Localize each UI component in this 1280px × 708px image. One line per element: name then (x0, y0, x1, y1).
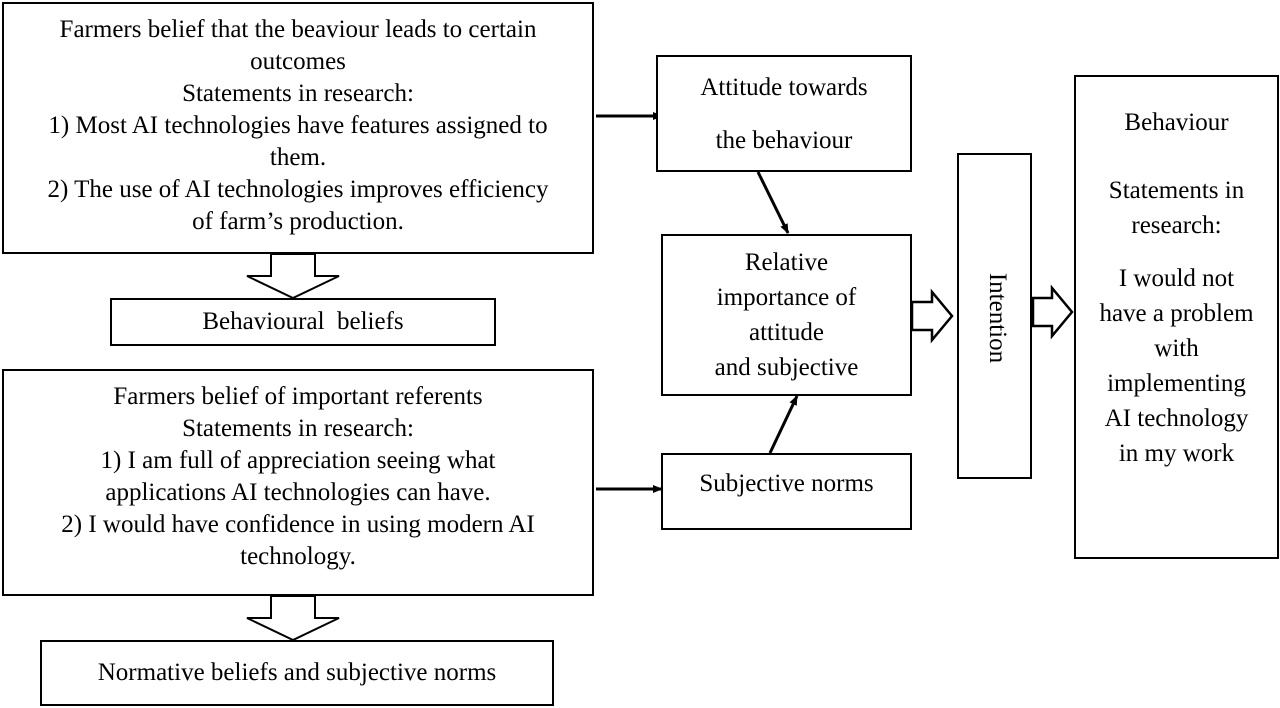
relative-importance-line: importance of (716, 284, 857, 311)
arrow-subjective-norms-to-relative-importance (768, 395, 799, 454)
behaviour-quote-line: with (1154, 335, 1199, 362)
block-arrow-right-to-behaviour (1031, 284, 1074, 340)
outcomes-line: them. (269, 144, 327, 171)
normative-beliefs-box: Normative beliefs and subjective norms (40, 640, 554, 706)
relative-importance-line: Relative (744, 249, 829, 276)
normative-beliefs-label: Normative beliefs and subjective norms (97, 659, 497, 686)
attitude-box: Attitude towards the behaviour (656, 55, 912, 172)
block-arrow-down-normative-beliefs (246, 595, 340, 642)
outcomes-line: of farm’s production. (192, 208, 404, 235)
relative-importance-line: and subjective (714, 354, 859, 381)
subjective-norms-label: Subjective norms (699, 470, 874, 497)
referents-line: 1) I am full of appreciation seeing what (100, 447, 496, 474)
outcomes-line: 2) The use of AI technologies improves e… (47, 176, 549, 203)
arrow-attitude-to-relative-importance (756, 171, 790, 234)
referents-line: 2) I would have confidence in using mode… (61, 511, 535, 538)
behaviour-quote-line: AI technology (1104, 405, 1249, 432)
relative-importance-box: Relative importance of attitude and subj… (661, 234, 912, 396)
behaviour-statements-line: Statements in (1108, 177, 1245, 204)
behaviour-quote-line: implementing (1107, 370, 1246, 397)
referents-line: Statements in research: (182, 415, 414, 442)
subjective-norms-box: Subjective norms (661, 453, 912, 530)
referents-line: technology. (240, 543, 356, 570)
behaviour-statements-line: research: (1131, 212, 1222, 239)
intention-label: Intention (984, 272, 1011, 364)
behavioural-beliefs-label: Behavioural beliefs (202, 308, 404, 335)
outcomes-line: 1) Most AI technologies have features as… (48, 112, 548, 139)
relative-importance-line: attitude (749, 319, 824, 346)
behavioural-beliefs-box: Behavioural beliefs (110, 298, 496, 346)
behaviour-box: Behaviour Statements in research: I woul… (1074, 75, 1279, 559)
block-arrow-down-behavioural-beliefs (246, 253, 340, 300)
referents-box: Farmers belief of important referents St… (2, 369, 594, 596)
behavioural-outcomes-box: Farmers belief that the beaviour leads t… (2, 2, 594, 254)
outcomes-line: Statements in research: (182, 80, 414, 107)
behaviour-title: Behaviour (1124, 109, 1229, 136)
behaviour-quote-line: have a problem (1099, 300, 1254, 327)
outcomes-line: outcomes (250, 48, 346, 75)
attitude-line: Attitude towards (700, 73, 868, 101)
referents-line: applications AI technologies can have. (105, 479, 491, 506)
outcomes-line: Farmers belief that the beaviour leads t… (59, 16, 537, 43)
intention-box: Intention (957, 153, 1032, 479)
behaviour-quote-line: in my work (1118, 440, 1235, 467)
attitude-line: the behaviour (715, 126, 853, 154)
referents-line: Farmers belief of important referents (113, 383, 483, 410)
behaviour-quote-line: I would not (1118, 265, 1235, 292)
block-arrow-right-to-intention (910, 288, 954, 344)
